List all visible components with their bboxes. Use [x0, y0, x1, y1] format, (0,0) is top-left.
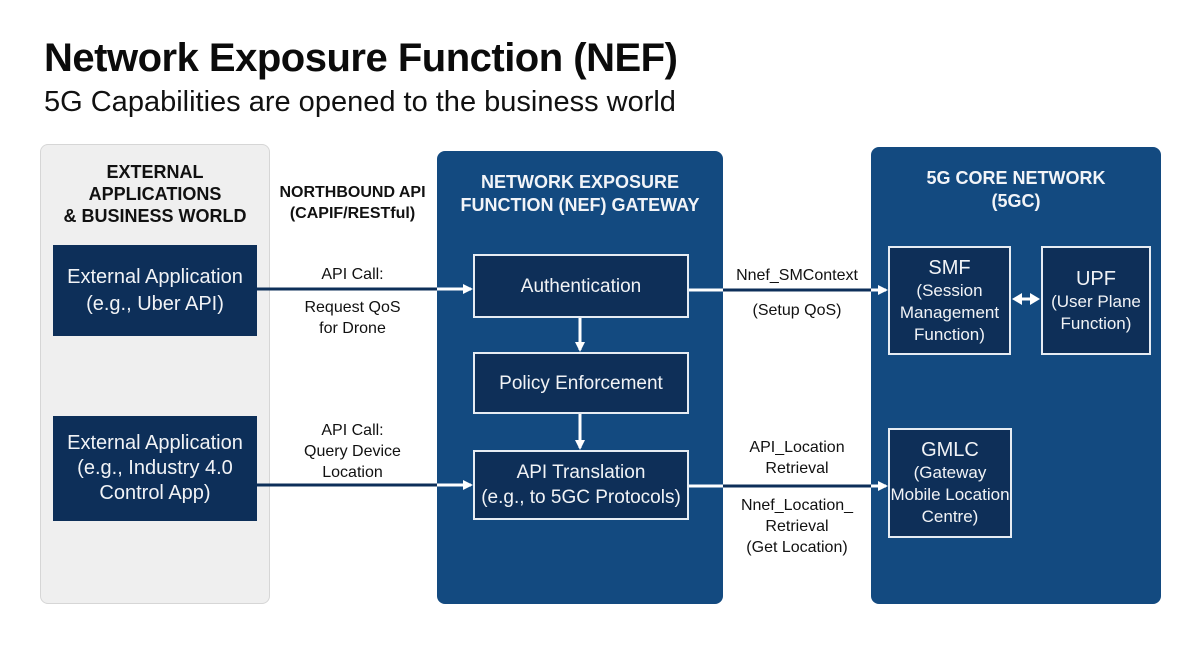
box-line: Control App) — [99, 482, 211, 504]
node-name: GMLC — [921, 439, 979, 461]
nef-panel-heading: NETWORK EXPOSURE FUNCTION (NEF) GATEWAY — [437, 171, 723, 217]
upf-node[interactable]: UPF (User Plane Function) — [1041, 246, 1151, 355]
setup-qos-label: (Setup QoS) — [752, 302, 842, 319]
label-line: API_Location — [749, 439, 845, 456]
box-line: (e.g., to 5GC Protocols) — [481, 487, 681, 508]
box-line: External Application — [67, 265, 243, 288]
gmlc-node[interactable]: GMLC (Gateway Mobile Location Centre) — [888, 428, 1012, 538]
label-line: Query Device — [304, 443, 401, 460]
api-call-1-label: API Call: — [321, 266, 384, 283]
external-application-industry[interactable]: External Application (e.g., Industry 4.0… — [53, 416, 257, 521]
label-line: for Drone — [319, 320, 386, 337]
nnef-location-retrieval-label: Nnef_Location_ Retrieval (Get Location) — [723, 495, 871, 558]
label-line: API Call: — [321, 422, 384, 439]
label-line: Retrieval — [765, 518, 829, 535]
api-call-1-detail: Request QoS for Drone — [270, 297, 435, 339]
box-line: Function) — [1060, 313, 1132, 333]
heading-line: EXTERNAL — [106, 162, 204, 182]
heading-line: 5G CORE NETWORK — [926, 168, 1106, 188]
northbound-api-heading: NORTHBOUND API (CAPIF/RESTful) — [270, 182, 435, 224]
box-line: (e.g., Uber API) — [86, 292, 224, 315]
box-line: Authentication — [520, 275, 642, 297]
box-line: (Gateway — [913, 463, 987, 482]
external-applications-panel: EXTERNAL APPLICATIONS & BUSINESS WORLD — [40, 144, 270, 604]
authentication-step[interactable]: Authentication — [473, 254, 689, 318]
box-line: API Translation — [516, 462, 646, 483]
policy-enforcement-step[interactable]: Policy Enforcement — [473, 352, 689, 414]
box-line: Management — [899, 302, 1000, 322]
external-panel-heading: EXTERNAL APPLICATIONS & BUSINESS WORLD — [41, 161, 269, 227]
heading-line: FUNCTION (NEF) GATEWAY — [460, 195, 700, 215]
heading-line: & BUSINESS WORLD — [63, 206, 247, 226]
box-line: Mobile Location — [890, 485, 1010, 504]
core-panel-heading: 5G CORE NETWORK (5GC) — [871, 167, 1161, 213]
box-line: (e.g., Industry 4.0 — [77, 457, 233, 479]
box-line: Policy Enforcement — [499, 372, 663, 394]
heading-line: APPLICATIONS — [88, 184, 222, 204]
heading-line: (5GC) — [991, 191, 1041, 211]
api-call-2-label: API Call: Query Device Location — [270, 420, 435, 483]
external-application-uber[interactable]: External Application (e.g., Uber API) — [53, 245, 257, 336]
label-line: Location — [322, 464, 383, 481]
box-line: Centre) — [921, 507, 979, 526]
label-line: Nnef_Location_ — [740, 497, 854, 514]
box-line: (User Plane — [1051, 291, 1141, 311]
api-translation-step[interactable]: API Translation (e.g., to 5GC Protocols) — [473, 450, 689, 520]
api-location-retrieval-label: API_Location Retrieval — [723, 437, 871, 479]
label-line: (CAPIF/RESTful) — [289, 205, 416, 222]
node-name: SMF — [928, 256, 971, 279]
core-network-panel: 5G CORE NETWORK (5GC) — [871, 147, 1161, 604]
label-line: Request QoS — [304, 299, 401, 316]
box-line: (Session — [916, 280, 983, 300]
heading-line: NETWORK EXPOSURE — [480, 172, 680, 192]
nnef-smcontext-label: Nnef_SMContext — [736, 267, 858, 284]
label-line: NORTHBOUND API — [279, 184, 426, 201]
node-name: UPF — [1075, 267, 1116, 290]
label-line: (Get Location) — [746, 539, 848, 556]
box-line: Function) — [914, 324, 985, 344]
label-line: Retrieval — [765, 460, 829, 477]
box-line: External Application — [67, 432, 243, 454]
page-title: Network Exposure Function (NEF) — [44, 36, 678, 80]
smf-node[interactable]: SMF (Session Management Function) — [888, 246, 1011, 355]
page-subtitle: 5G Capabilities are opened to the busine… — [44, 86, 676, 118]
